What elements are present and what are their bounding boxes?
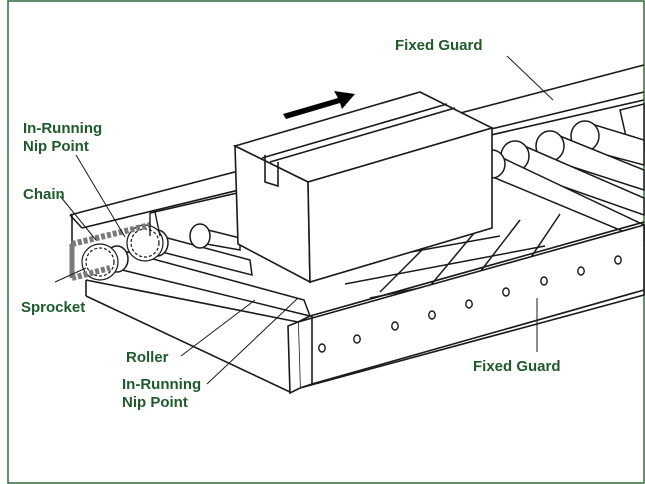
- label-nip-bottom-line1: In-Running: [122, 376, 202, 393]
- label-nip-bottom-line2: Nip Point: [122, 394, 188, 411]
- arrow-right-icon: [283, 91, 355, 119]
- guard-holes: [318, 255, 622, 353]
- box: [232, 91, 495, 284]
- label-chain: Chain: [23, 186, 65, 203]
- label-sprocket: Sprocket: [21, 299, 86, 316]
- label-nip-top-line2: Nip Point: [23, 138, 89, 155]
- label-roller: Roller: [126, 349, 169, 366]
- label-nip-top-line1: In-Running: [23, 120, 103, 137]
- label-fixed-guard-top: Fixed Guard: [395, 37, 483, 54]
- label-in-running-nip-point-top: In-Running Nip Point: [23, 120, 102, 156]
- label-fixed-guard-bottom: Fixed Guard: [473, 358, 561, 375]
- back-rollers: [478, 103, 645, 242]
- label-in-running-nip-point-bottom: In-Running Nip Point: [122, 376, 201, 412]
- leader-lines: [54, 55, 554, 385]
- guard-frame-left: [149, 211, 161, 237]
- sprocket-chain: [69, 222, 164, 281]
